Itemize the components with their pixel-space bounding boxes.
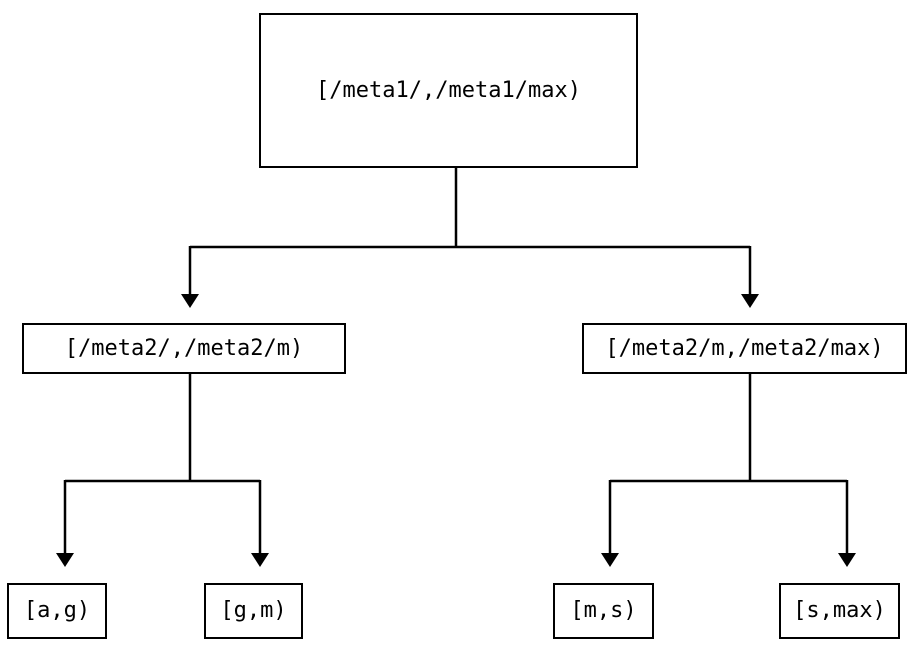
tree-node-label: [/meta1/,/meta1/max) — [316, 77, 581, 103]
arrow-down-icon — [251, 553, 269, 567]
tree-node-label: [/meta2/m,/meta2/max) — [605, 335, 884, 361]
tree-node-label: [a,g) — [23, 598, 91, 623]
arrow-down-icon — [838, 553, 856, 567]
edge-root-to-meta2-low — [181, 246, 199, 308]
edge-meta2-high-junction — [610, 374, 847, 483]
edge-root-to-meta2-high — [741, 246, 759, 308]
tree-node-meta2-low: [/meta2/,/meta2/m) — [22, 323, 346, 374]
tree-node-label: [g,m) — [220, 598, 287, 623]
edge-root-junction — [190, 168, 750, 249]
edge-meta2-high-to-leaf-ms — [601, 480, 619, 567]
edge-meta2-high-to-leaf-smax — [838, 480, 856, 567]
tree-node-label: [s,max) — [793, 598, 886, 623]
arrow-down-icon — [56, 553, 74, 567]
tree-node-leaf-smax: [s,max) — [779, 583, 900, 639]
tree-node-label: [m,s) — [570, 598, 637, 623]
arrow-down-icon — [601, 553, 619, 567]
edge-meta2-low-to-leaf-ag — [56, 480, 74, 567]
tree-node-leaf-ms: [m,s) — [553, 583, 654, 639]
arrow-down-icon — [181, 294, 199, 308]
tree-node-root: [/meta1/,/meta1/max) — [259, 13, 638, 168]
tree-node-meta2-high: [/meta2/m,/meta2/max) — [582, 323, 907, 374]
arrow-down-icon — [741, 294, 759, 308]
edge-meta2-low-to-leaf-gm — [251, 480, 269, 567]
edge-meta2-low-junction — [65, 374, 260, 483]
tree-node-leaf-gm: [g,m) — [204, 583, 303, 639]
tree-node-leaf-ag: [a,g) — [7, 583, 107, 639]
tree-node-label: [/meta2/,/meta2/m) — [64, 335, 304, 361]
